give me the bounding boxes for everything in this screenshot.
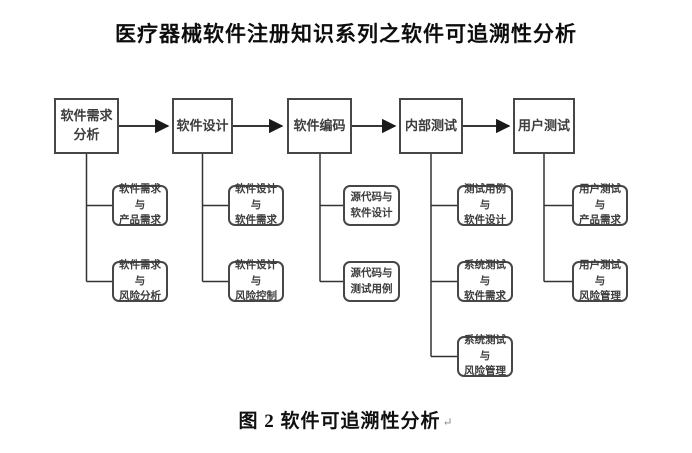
elbow-connector [543,154,572,283]
elbow-connector [85,154,112,283]
stage-box-software-coding: 软件编码 [287,98,352,154]
stage-label: 内部测试 [404,117,457,133]
trace-box: 源代码与 测试用例 [343,261,400,302]
elbow-connector [319,154,343,283]
trace-label: 软件设计与 风险控制 [235,258,277,303]
stage-box-internal-testing: 内部测试 [399,98,463,154]
trace-box: 软件需求与 产品需求 [112,182,168,227]
trace-label: 软件设计与 软件需求 [235,182,277,227]
trace-label: 软件需求与 产品需求 [119,182,161,227]
trace-box: 软件设计与 风险控制 [228,258,284,303]
elbow-connectors [85,154,572,358]
figure-caption: 图 2 软件可追溯性分析↵ [0,406,692,433]
trace-box: 测试用例与 软件设计 [457,182,513,227]
trace-box: 系统测试与 软件需求 [457,258,513,303]
trace-box: 软件设计与 软件需求 [228,182,284,227]
trace-box: 源代码与 软件设计 [343,185,400,226]
trace-label: 源代码与 软件设计 [350,190,393,219]
trace-label: 系统测试与 风险管理 [464,333,506,378]
trace-label: 软件需求与 风险分析 [119,258,161,303]
stage-label: 用户测试 [517,117,570,133]
stage-box-software-design: 软件设计 [172,98,233,154]
trace-label: 源代码与 测试用例 [350,266,393,295]
stage-label: 软件设计 [176,117,229,133]
elbow-connector [201,154,228,283]
trace-label: 用户测试与 风险管理 [579,258,621,303]
trace-box: 系统测试与 风险管理 [457,333,513,378]
page-title: 医疗器械软件注册知识系列之软件可追溯性分析 [115,22,577,46]
trace-label: 用户测试与 产品需求 [579,182,621,227]
figure-caption-text: 图 2 软件可追溯性分析 [238,411,441,432]
return-mark-icon: ↵ [442,415,454,429]
stage-box-user-testing: 用户测试 [513,98,575,154]
stage-box-software-requirement-analysis: 软件需求 分析 [54,98,119,154]
stage-label: 软件需求 分析 [60,108,113,142]
elbow-connector [430,154,457,358]
stage-label: 软件编码 [293,117,346,133]
trace-box: 用户测试与 产品需求 [572,182,628,227]
trace-label: 系统测试与 软件需求 [464,258,506,303]
trace-box: 软件需求与 风险分析 [112,258,168,303]
trace-box: 用户测试与 风险管理 [572,258,628,303]
trace-label: 测试用例与 软件设计 [464,182,506,227]
